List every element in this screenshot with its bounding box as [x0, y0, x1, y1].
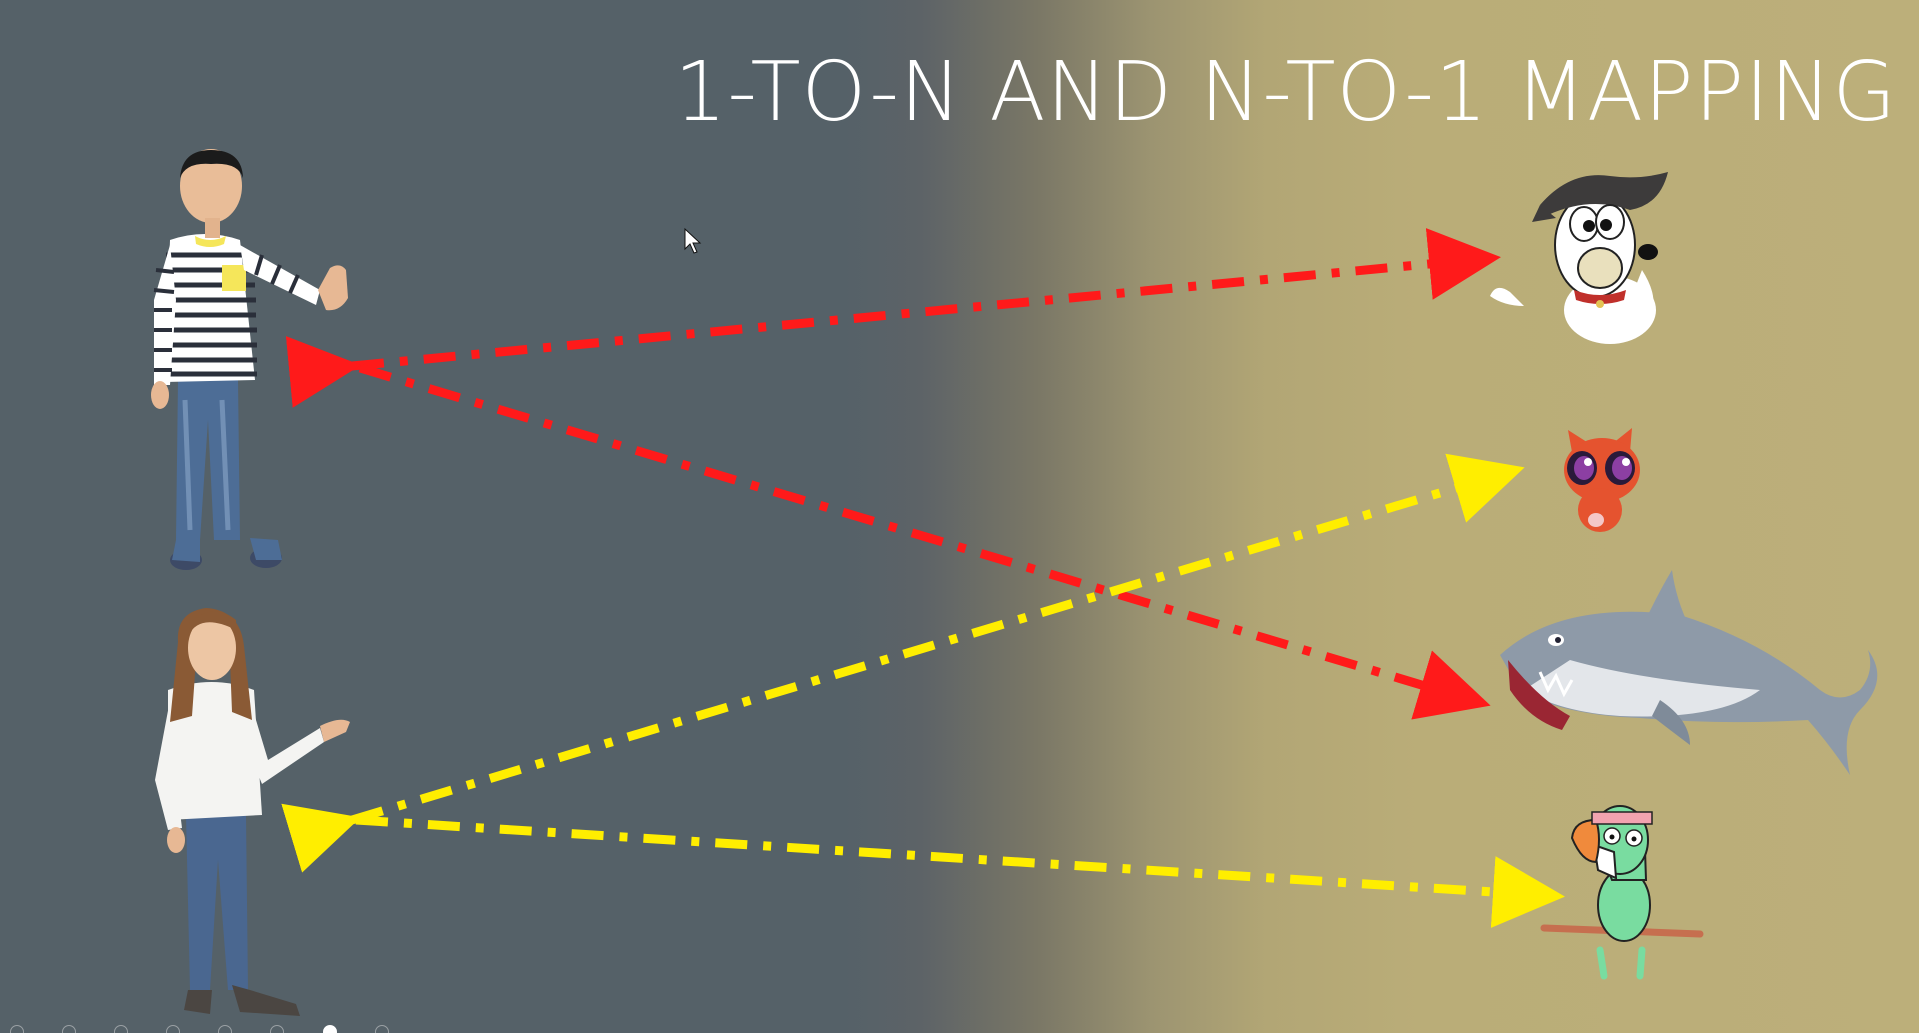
arrow-girl-to-parrot [355, 815, 1565, 928]
pagination-dot-active[interactable] [322, 1025, 337, 1033]
cartoon-dog [1490, 172, 1668, 344]
mouse-cursor-icon [684, 227, 702, 254]
pagination-dot[interactable] [10, 1025, 24, 1033]
slide-pagination[interactable] [10, 1024, 422, 1033]
mapping-arrows [281, 228, 1565, 928]
cartoon-cat [1564, 428, 1640, 532]
girl-figure [155, 608, 350, 1016]
pagination-dot[interactable] [270, 1025, 285, 1033]
slide-title: 1-TO-N AND N-TO-1 MAPPING [674, 45, 1897, 140]
cartoon-shark [1500, 570, 1878, 775]
pagination-dot[interactable] [374, 1025, 389, 1033]
cartoon-parrot [1540, 805, 1704, 980]
arrow-girl-to-cat [281, 453, 1525, 873]
boy-figure [151, 149, 348, 570]
pagination-dot[interactable] [114, 1025, 129, 1033]
pagination-dot[interactable] [218, 1025, 233, 1033]
pagination-dot[interactable] [166, 1025, 181, 1033]
arrow-boy-to-dog [285, 228, 1501, 408]
pagination-dot[interactable] [62, 1025, 77, 1033]
